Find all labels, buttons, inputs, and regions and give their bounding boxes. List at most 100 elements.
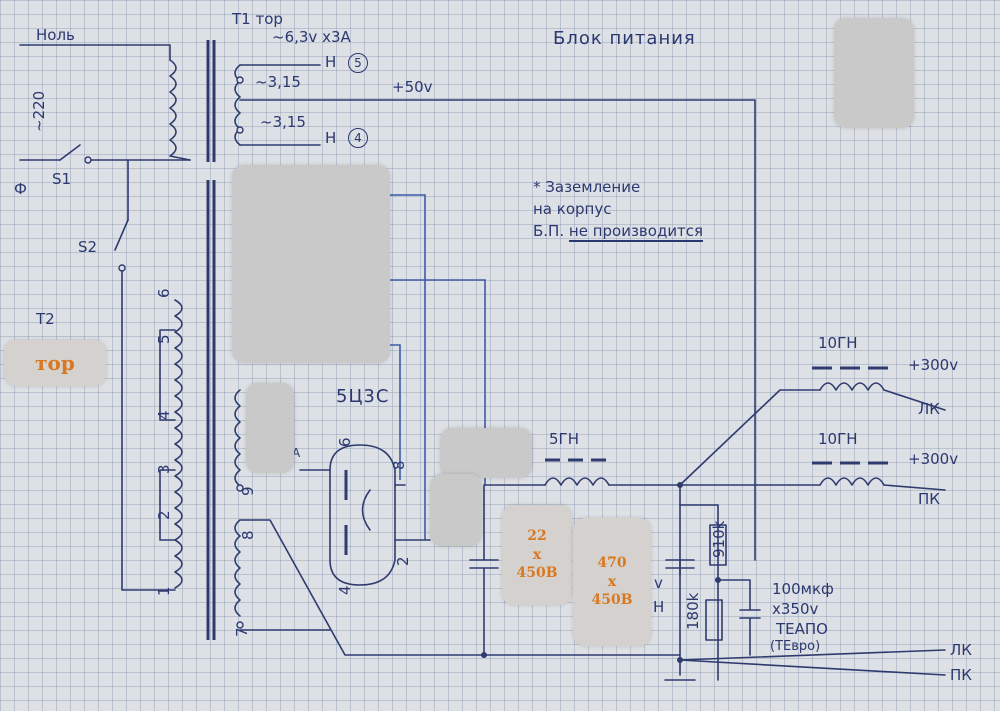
note-line-3: Б.П. не производится — [533, 222, 704, 242]
neutral-wire — [19, 44, 171, 61]
r-180k-label: 180k — [684, 592, 702, 630]
redacted-patch-mid — [430, 474, 482, 546]
cap2-multiply: x — [607, 573, 617, 590]
tube-to-filter — [394, 484, 431, 541]
cap3 — [717, 579, 761, 656]
output-pk-top: ПК — [918, 490, 940, 508]
output-voltage-1: +300v — [908, 356, 959, 374]
cap2-voltage: 450В — [591, 592, 633, 609]
junction-b — [677, 657, 683, 663]
cap1-voltage: 450В — [516, 565, 558, 582]
s2-to-t2 — [121, 270, 176, 591]
output-voltage-2: +300v — [908, 450, 959, 468]
t1-primary-coil — [169, 59, 191, 161]
neutral-label: Ноль — [36, 26, 75, 44]
page-title: Блок питания — [553, 28, 696, 49]
t2-tap-9: 9 — [239, 486, 257, 496]
t2-hv-coil — [234, 519, 241, 617]
redacted-patch-winding — [232, 165, 390, 363]
t2-primary-coil — [174, 299, 183, 589]
cap2-tag: 470 x 450В — [573, 518, 651, 646]
output-lk-bottom: ЛК — [950, 641, 972, 659]
tube-pin-a: 6 — [336, 437, 354, 447]
t1-tap-b-number: 4 — [348, 128, 368, 148]
cap1 — [469, 484, 499, 656]
choke-out-1 — [819, 382, 885, 391]
lk-top-wire — [883, 389, 946, 411]
choke-out-1-label: 10ГН — [818, 334, 858, 352]
junction-c — [715, 577, 721, 583]
t2-tap-links — [159, 329, 176, 541]
cap3-voltage: x350v — [772, 600, 819, 618]
note-line-1: * Заземление — [533, 178, 641, 196]
cap1-multiply: x — [532, 546, 542, 563]
t1-tap-b: Н — [325, 129, 337, 147]
cap2 — [665, 559, 695, 569]
cap1-value: 22 — [527, 527, 547, 544]
t2-core — [206, 180, 216, 640]
t1-terminal-b — [236, 126, 244, 134]
return-lk — [679, 649, 946, 661]
t1-tap-a: Н — [325, 53, 337, 71]
divider-wire — [679, 504, 719, 681]
junction-a — [677, 482, 683, 488]
s2-contact — [118, 264, 126, 272]
t2-tap-3: 3 — [155, 464, 173, 474]
cap2-voltage-fragment: v — [654, 574, 663, 592]
out-bus-top — [679, 389, 821, 486]
t1-core — [206, 40, 216, 162]
cap3-brand: ТЕАПО — [776, 620, 828, 638]
t1-winding-a: ~3,15 — [255, 73, 301, 91]
r-910k-label: 910k — [710, 520, 728, 558]
tube-label: 5Ц3С — [336, 386, 390, 407]
pk-top-wire — [883, 484, 946, 491]
rail-50v-label: +50v — [392, 78, 433, 96]
tube-cathode — [361, 489, 371, 531]
t2-terminal-9 — [236, 484, 244, 492]
t2-tap-6: 6 — [155, 288, 173, 298]
t1-rail-50v — [239, 99, 756, 561]
choke-5gh — [544, 477, 610, 486]
t2-name: T2 — [36, 310, 55, 328]
r-180k — [705, 599, 723, 641]
note-line-2: на корпус — [533, 200, 612, 218]
return-pk — [679, 659, 946, 676]
t2-type-tag: тор — [4, 340, 106, 386]
choke-out-2 — [819, 477, 885, 486]
t2-tap-5: 5 — [155, 334, 173, 344]
t2-tap-8: 8 — [239, 530, 257, 540]
t2-tap-7: 7 — [233, 627, 251, 637]
redacted-patch-corner — [834, 18, 914, 128]
cap2-mark: H — [653, 598, 665, 616]
redacted-patch-heater — [246, 383, 294, 473]
choke-out-2-label: 10ГН — [818, 430, 858, 448]
t2-terminal-7 — [236, 621, 244, 629]
switch-s2-label: S2 — [78, 238, 98, 256]
output-lk-top: ЛК — [918, 400, 940, 418]
mains-voltage-label: ~220 — [30, 90, 48, 132]
switch-s1 — [59, 144, 81, 161]
junction-d — [481, 652, 487, 658]
t1-tap-a-number: 5 — [348, 53, 368, 73]
s1-contact — [84, 156, 92, 164]
cap3-brand-2: (ТЕвро) — [770, 639, 821, 654]
t1-winding-b: ~3,15 — [260, 113, 306, 131]
t2-hv-link — [239, 519, 681, 656]
t1-name: T1 тор — [232, 10, 283, 28]
choke-5gh-label: 5ГН — [549, 430, 579, 448]
r-910k — [709, 524, 727, 566]
note-line-3-prefix: Б.П. — [533, 222, 565, 240]
output-pk-bottom: ПК — [950, 666, 972, 684]
redacted-patch-top — [440, 428, 532, 478]
note-line-3-emphasis: не производится — [568, 222, 704, 242]
tube-pin-d: 2 — [394, 556, 412, 566]
cap3-value: 100мкф — [772, 580, 834, 598]
t2-tap-4: 4 — [155, 410, 173, 420]
t2-tap-2: 2 — [155, 510, 173, 520]
t1-winding-main: ~6,3v x3A — [272, 28, 351, 46]
t1-terminal-a — [236, 76, 244, 84]
tube-anode-label: A — [292, 446, 301, 460]
tube-pin-c: 4 — [336, 585, 354, 595]
